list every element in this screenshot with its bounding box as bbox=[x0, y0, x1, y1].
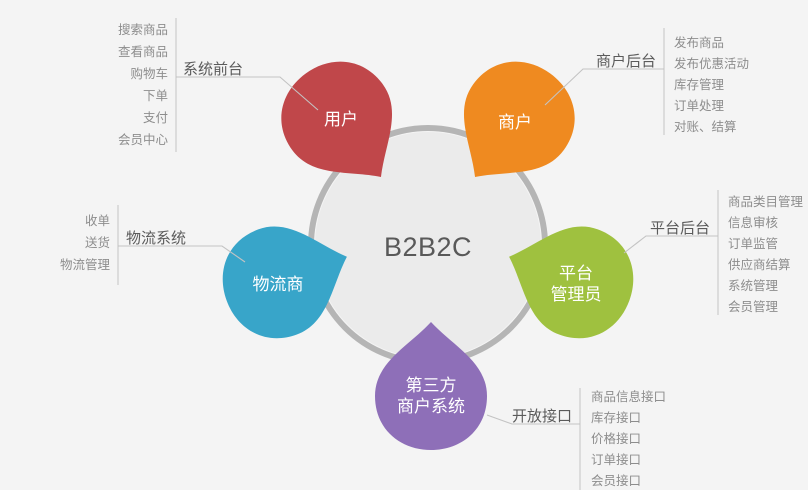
center-label: B2B2C bbox=[384, 232, 472, 262]
node-third-party-label-line1: 第三方 bbox=[406, 376, 457, 395]
branch-frontend-item: 下单 bbox=[143, 89, 168, 103]
branch-open-api: 开放接口 商品信息接口 库存接口 价格接口 订单接口 会员接口 bbox=[486, 388, 666, 490]
node-merchant[interactable] bbox=[430, 41, 596, 210]
node-third-party-shape bbox=[375, 322, 487, 450]
node-logistics-label: 物流商 bbox=[253, 275, 304, 294]
node-merchant-shape bbox=[464, 61, 575, 178]
node-platform-admin[interactable] bbox=[490, 204, 649, 353]
node-merchant-label: 商户 bbox=[498, 113, 532, 132]
node-user-shape bbox=[281, 61, 392, 178]
branch-merchant-backend-item: 对账、结算 bbox=[674, 119, 737, 134]
branch-platform-backend-item: 会员管理 bbox=[728, 299, 779, 314]
branch-platform-backend: 平台后台 商品类目管理 信息审核 订单监管 供应商结算 系统管理 会员管理 bbox=[623, 190, 804, 315]
branch-frontend-leader bbox=[176, 76, 319, 111]
branch-logistics-system-item: 收单 bbox=[85, 214, 110, 228]
branch-merchant-backend-item: 库存管理 bbox=[674, 77, 725, 92]
branch-open-api-leader bbox=[486, 414, 580, 425]
node-user[interactable] bbox=[260, 41, 426, 210]
branch-platform-backend-item: 订单监管 bbox=[728, 236, 778, 251]
center-disc bbox=[315, 132, 541, 358]
branch-logistics-system-title: 物流系统 bbox=[126, 230, 186, 247]
node-platform-admin-label-line1: 平台 bbox=[559, 264, 593, 283]
branch-platform-backend-item: 系统管理 bbox=[728, 278, 779, 293]
branch-logistics-system-item: 送货 bbox=[85, 235, 110, 250]
branch-frontend-item: 会员中心 bbox=[118, 132, 169, 147]
branch-frontend-title: 系统前台 bbox=[183, 61, 243, 78]
branch-frontend: 系统前台 搜索商品 查看商品 购物车 下单 支付 会员中心 bbox=[118, 18, 319, 152]
node-logistics[interactable] bbox=[207, 204, 366, 353]
branch-open-api-item: 价格接口 bbox=[591, 431, 641, 446]
branch-open-api-item: 商品信息接口 bbox=[591, 389, 666, 404]
branch-logistics-system: 物流系统 收单 送货 物流管理 bbox=[60, 205, 246, 285]
branch-platform-backend-item: 商品类目管理 bbox=[728, 194, 804, 209]
branch-merchant-backend-title: 商户后台 bbox=[596, 53, 656, 70]
node-logistics-shape bbox=[222, 226, 347, 339]
branch-open-api-item: 库存接口 bbox=[591, 410, 641, 425]
node-platform-admin-shape bbox=[509, 226, 634, 339]
branch-platform-backend-title: 平台后台 bbox=[650, 220, 710, 237]
branch-platform-backend-item: 供应商结算 bbox=[728, 257, 791, 272]
branch-frontend-item: 查看商品 bbox=[118, 44, 168, 59]
branch-open-api-item: 会员接口 bbox=[591, 473, 641, 488]
branch-frontend-item: 购物车 bbox=[130, 66, 168, 81]
branch-merchant-backend-item: 订单处理 bbox=[674, 99, 725, 113]
branch-logistics-system-leader bbox=[118, 245, 246, 263]
branch-frontend-item: 搜索商品 bbox=[118, 22, 168, 37]
branch-merchant-backend-leader bbox=[544, 68, 664, 106]
branch-platform-backend-leader bbox=[623, 235, 718, 254]
branch-merchant-backend: 商户后台 发布商品 发布优惠活动 库存管理 订单处理 对账、结算 bbox=[544, 28, 749, 135]
node-third-party-label-line2: 商户系统 bbox=[397, 397, 465, 416]
node-platform-admin-label-line2: 管理员 bbox=[551, 285, 602, 304]
branch-platform-backend-item: 信息审核 bbox=[728, 215, 779, 230]
branch-frontend-item: 支付 bbox=[143, 111, 168, 125]
node-third-party[interactable] bbox=[375, 322, 487, 450]
branch-merchant-backend-item: 发布商品 bbox=[674, 35, 724, 50]
node-user-label: 用户 bbox=[324, 110, 358, 129]
branch-open-api-title: 开放接口 bbox=[512, 408, 572, 425]
branch-open-api-item: 订单接口 bbox=[591, 452, 641, 467]
branch-merchant-backend-item: 发布优惠活动 bbox=[674, 56, 749, 71]
branch-logistics-system-item: 物流管理 bbox=[60, 257, 111, 272]
